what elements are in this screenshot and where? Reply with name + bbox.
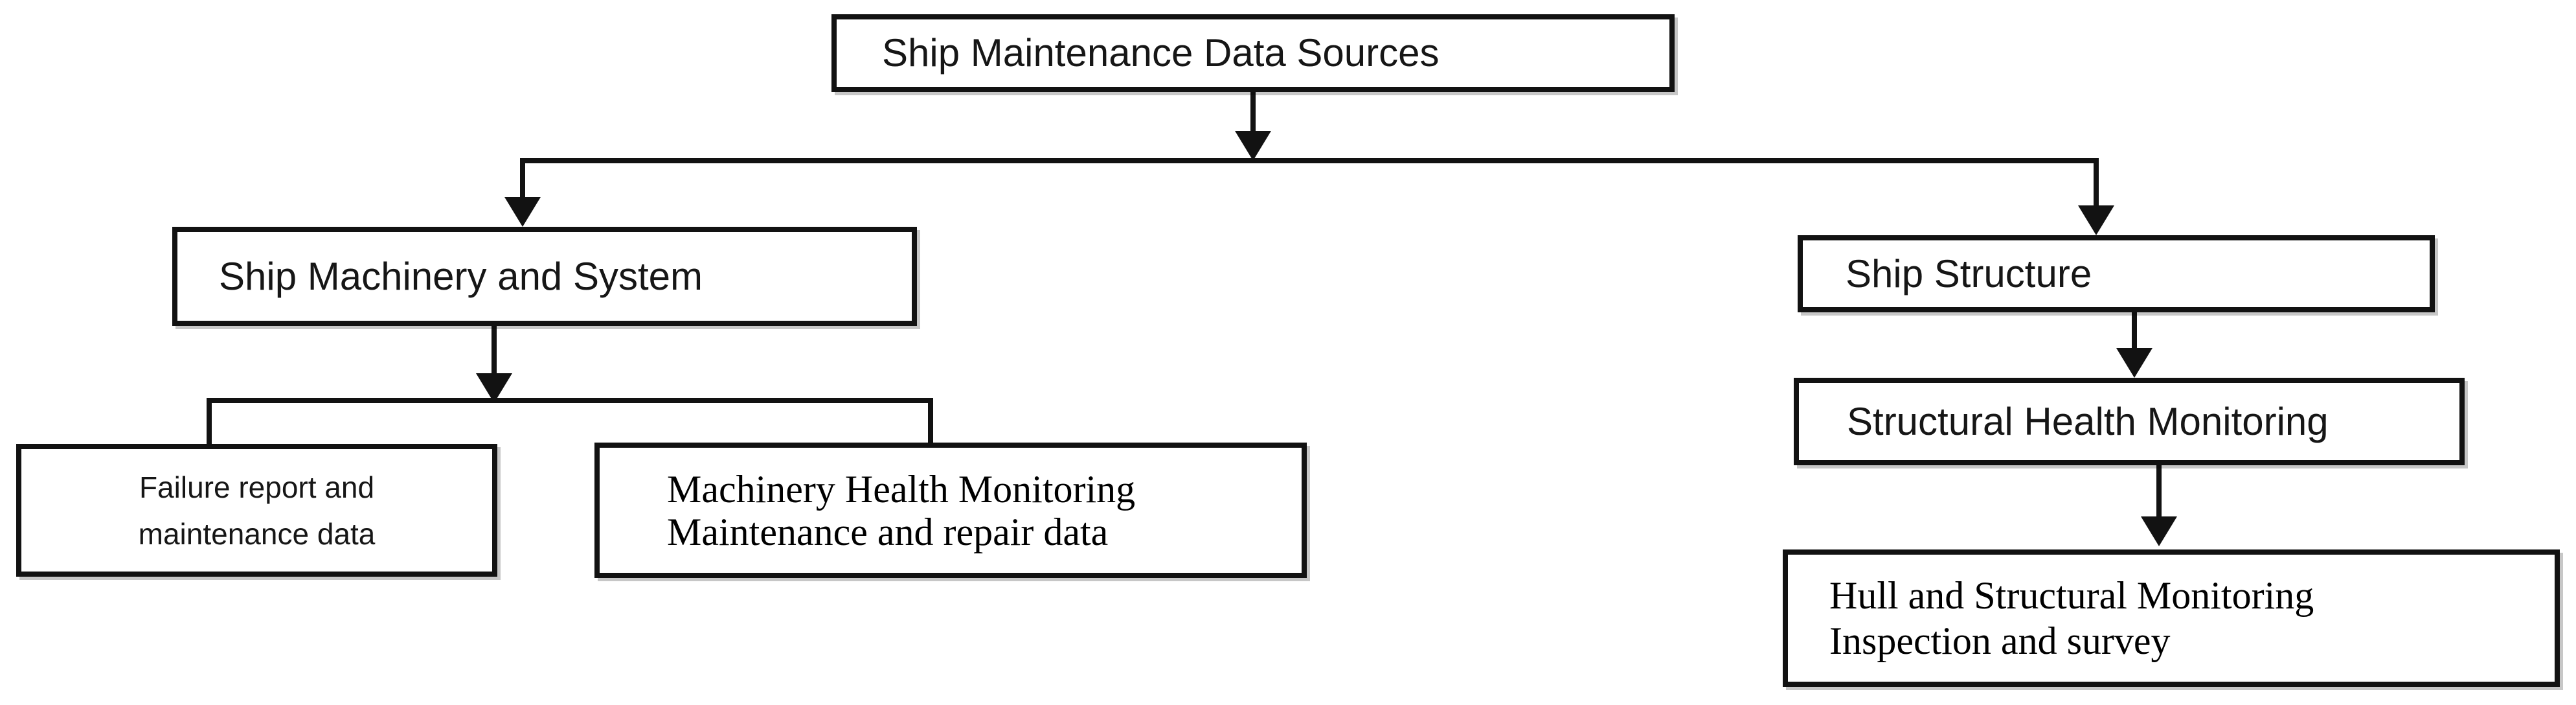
node-ship-structure: Ship Structure bbox=[1798, 235, 2435, 312]
connector-machinery-drop bbox=[520, 158, 525, 200]
arrow-down-icon bbox=[2141, 516, 2177, 546]
connector-failure-drop bbox=[207, 398, 212, 444]
node-label-line1: Machinery Health Monitoring bbox=[667, 467, 1136, 511]
arrow-down-icon bbox=[504, 197, 541, 227]
node-label-line2: Inspection and survey bbox=[1829, 619, 2171, 662]
node-ship-machinery-and-system: Ship Machinery and System bbox=[172, 227, 917, 326]
connector-machinery-health-drop bbox=[928, 398, 933, 443]
connector-children-bracket bbox=[207, 398, 933, 403]
connector-structure-drop bbox=[2094, 158, 2099, 208]
node-failure-report-and-maintenance-data: Failure report and maintenance data bbox=[16, 444, 497, 577]
connector-branch-line bbox=[520, 158, 2099, 163]
node-label: Ship Structure bbox=[1846, 251, 2092, 295]
node-label-line1: Hull and Structural Monitoring bbox=[1829, 574, 2314, 617]
node-label-line1: Failure report and bbox=[139, 470, 375, 504]
connector-machinery-children-stem bbox=[491, 326, 497, 376]
node-label-line2: Maintenance and repair data bbox=[667, 510, 1109, 553]
node-label: Ship Maintenance Data Sources bbox=[882, 31, 1440, 75]
node-structural-health-monitoring: Structural Health Monitoring bbox=[1794, 378, 2465, 465]
connector-shm-stem bbox=[2132, 312, 2137, 351]
arrow-down-icon bbox=[2116, 348, 2152, 378]
node-ship-maintenance-data-sources: Ship Maintenance Data Sources bbox=[831, 14, 1675, 92]
node-machinery-health-monitoring: Machinery Health Monitoring Maintenance … bbox=[594, 443, 1307, 578]
arrow-down-icon bbox=[1235, 131, 1271, 161]
arrow-down-icon bbox=[2078, 205, 2114, 235]
connector-hull-stem bbox=[2156, 465, 2162, 519]
node-label: Ship Machinery and System bbox=[219, 254, 703, 298]
connector-root-stem bbox=[1250, 92, 1256, 133]
node-label: Structural Health Monitoring bbox=[1847, 399, 2329, 443]
node-hull-and-structural-monitoring: Hull and Structural Monitoring Inspectio… bbox=[1783, 549, 2560, 687]
node-label-line2: maintenance data bbox=[138, 516, 376, 551]
